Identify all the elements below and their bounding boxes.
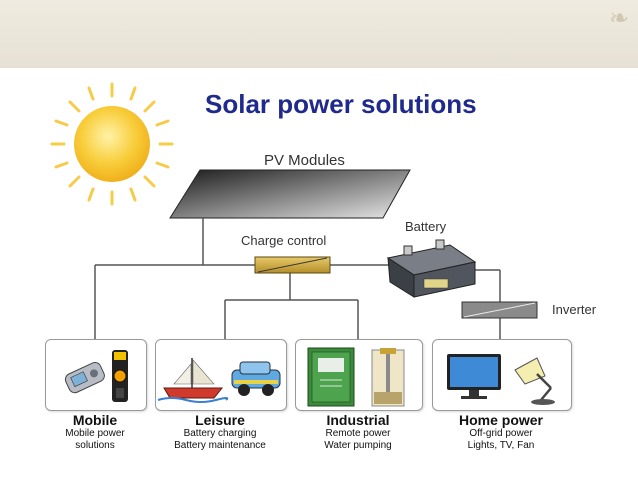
torch-icon: [112, 350, 128, 402]
pump-icon: [371, 348, 405, 407]
page-title: Solar power solutions: [205, 89, 477, 119]
leisure-card-art: [157, 358, 281, 403]
lamp-icon: [514, 357, 555, 405]
battery-label: Battery: [405, 219, 447, 234]
phone-icon: [64, 361, 105, 394]
connector-lines: [94, 218, 501, 339]
industrial-card-art: [307, 347, 405, 407]
sun-icon: [50, 82, 174, 206]
tv-icon: [447, 354, 501, 399]
home-power-line-1: Off-grid power: [469, 428, 533, 439]
mobile-caption: Mobile Mobile power solutions: [35, 412, 155, 452]
mobile-line-2: solutions: [75, 440, 115, 451]
charge-control-label: Charge control: [241, 233, 327, 248]
industrial-card: [295, 339, 423, 411]
home-power-card-art: [447, 354, 555, 405]
leisure-caption: Leisure Battery charging Battery mainten…: [150, 412, 290, 452]
control-cabinet-icon: [307, 347, 355, 407]
mobile-card: [45, 339, 147, 411]
pv-module-panel: [169, 169, 411, 219]
industrial-line-2: Water pumping: [324, 440, 392, 451]
header-band: [0, 0, 638, 68]
industrial-title: Industrial: [326, 412, 390, 428]
corner-decoration-icon: ❧: [608, 5, 630, 32]
mobile-title: Mobile: [72, 412, 118, 428]
home-power-card: [432, 339, 572, 411]
industrial-caption: Industrial Remote power Water pumping: [290, 412, 426, 452]
leisure-title: Leisure: [195, 412, 245, 428]
industrial-line-1: Remote power: [325, 428, 391, 439]
leisure-line-1: Battery charging: [183, 428, 257, 439]
leisure-card: [155, 339, 287, 411]
boat-icon: [157, 358, 229, 403]
pv-modules-label: PV Modules: [264, 152, 345, 169]
home-power-title: Home power: [458, 412, 543, 428]
battery-icon: [386, 239, 477, 298]
mobile-card-art: [64, 350, 128, 402]
charge-controller-icon: [254, 256, 331, 274]
home-power-line-2: Lights, TV, Fan: [467, 440, 535, 451]
car-icon: [231, 361, 281, 396]
inverter-icon: [461, 301, 538, 319]
inverter-label: Inverter: [552, 302, 597, 317]
home-power-caption: Home power Off-grid power Lights, TV, Fa…: [432, 412, 570, 452]
leisure-line-2: Battery maintenance: [174, 440, 266, 451]
mobile-line-1: Mobile power: [65, 428, 125, 439]
